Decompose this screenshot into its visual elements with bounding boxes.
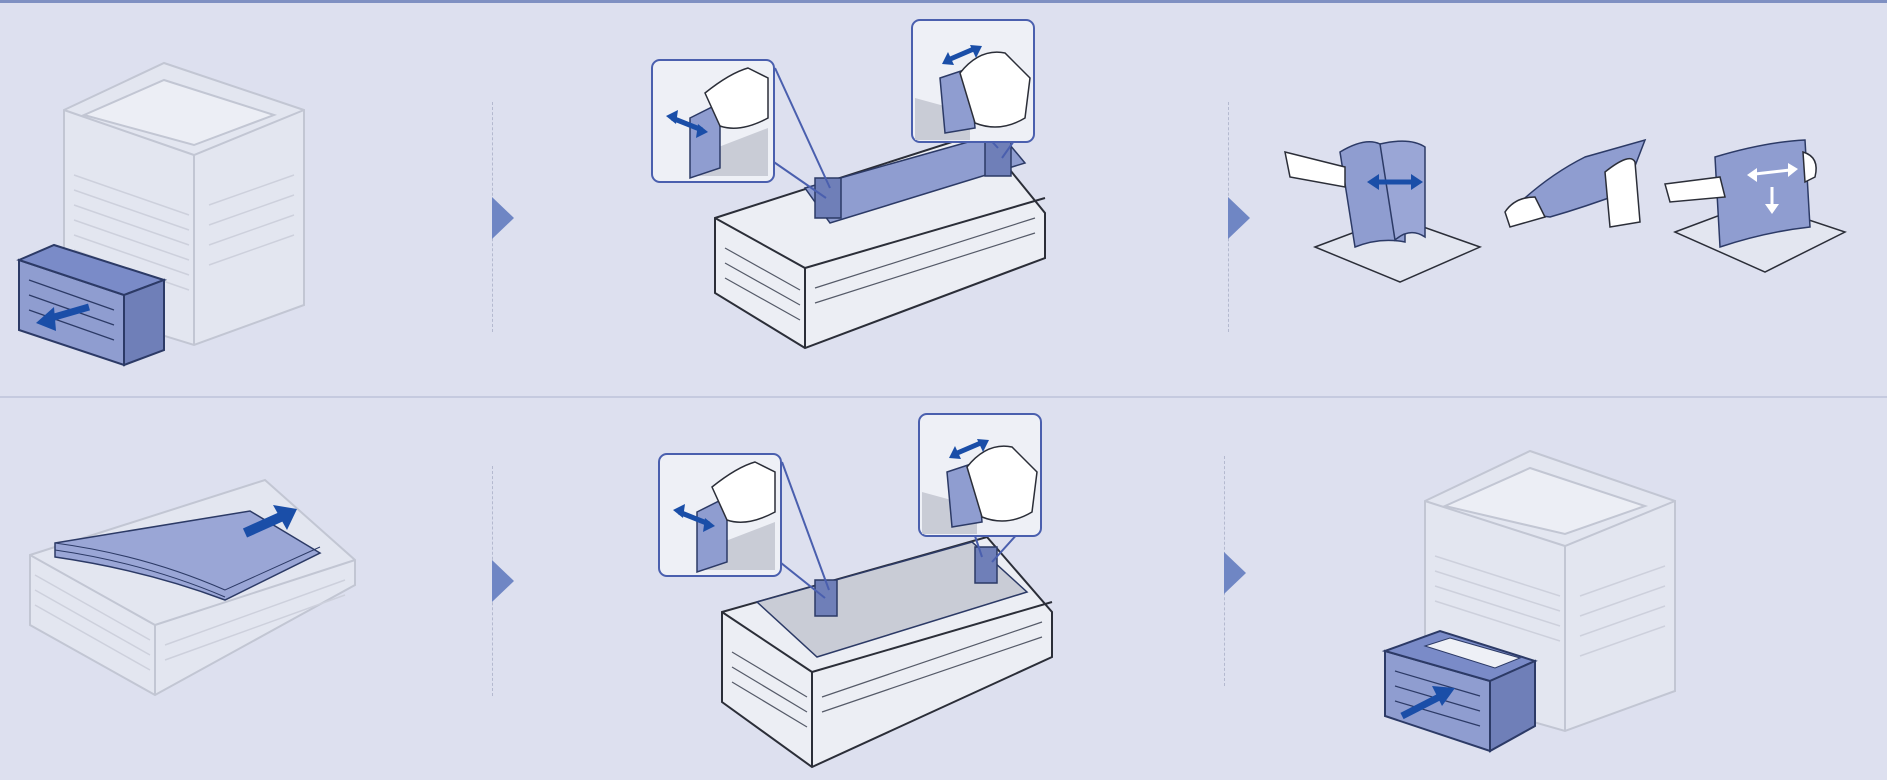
next-step-arrow-icon	[1224, 552, 1246, 594]
insert-tray-icon	[1381, 449, 1676, 753]
fan-paper-stack-icon	[1284, 138, 1847, 283]
pull-out-tray-icon	[16, 61, 305, 367]
next-step-arrow-icon	[492, 197, 514, 239]
row-divider	[0, 396, 1887, 398]
adjust-paper-guides-icon	[651, 19, 1046, 350]
adjust-guides-loaded-icon	[658, 413, 1053, 769]
next-step-arrow-icon	[492, 560, 514, 602]
top-accent-bar	[0, 0, 1887, 3]
next-step-arrow-icon	[1228, 197, 1250, 239]
load-paper-icon	[29, 478, 356, 697]
